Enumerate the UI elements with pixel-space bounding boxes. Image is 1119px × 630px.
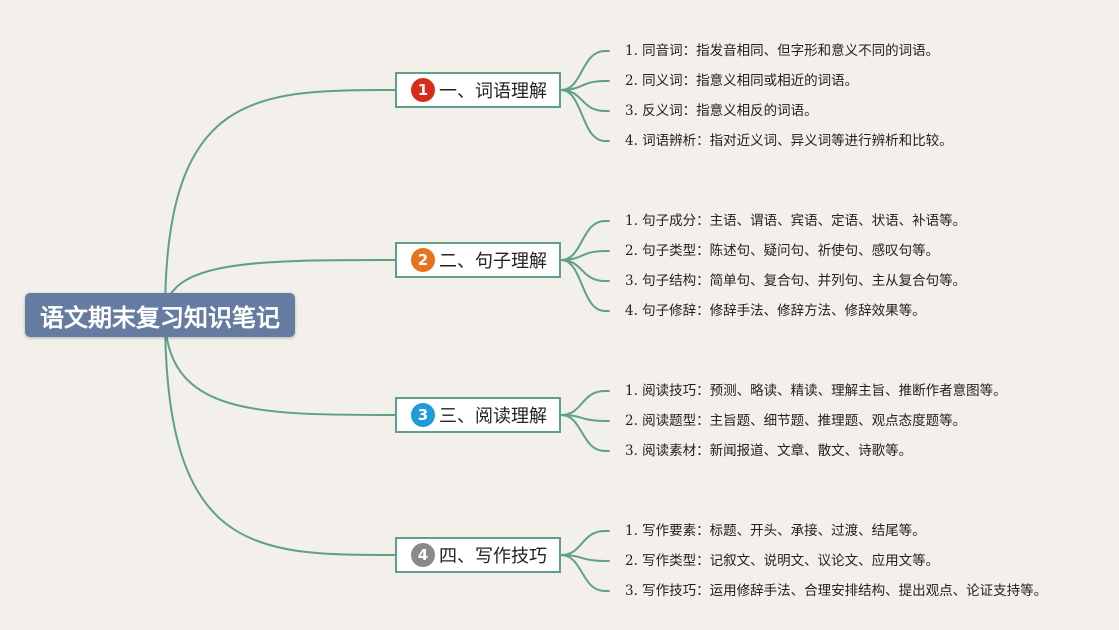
leaf-connector-1-2 — [560, 80, 610, 91]
leaf-connector-3-3 — [560, 414, 610, 452]
leaf-connector-1-4 — [560, 89, 610, 142]
root-connector-3 — [164, 314, 397, 416]
root-title: 语文期末复习知识笔记 — [40, 303, 280, 332]
leaf-3-3[interactable]: 3. 阅读素材：新闻报道、文章、散文、诗歌等。 — [625, 443, 913, 459]
branch-4[interactable]: 4 四、写作技巧 — [395, 537, 561, 573]
leaf-1-4[interactable]: 4. 词语辨析：指对近义词、异义词等进行辨析和比较。 — [625, 133, 953, 149]
leaf-connector-2-4 — [560, 259, 610, 312]
leaf-3-1[interactable]: 1. 阅读技巧：预测、略读、精读、理解主旨、推断作者意图等。 — [625, 383, 1007, 399]
leaf-4-3[interactable]: 3. 写作技巧：运用修辞手法、合理安排结构、提出观点、论证支持等。 — [625, 583, 1048, 599]
branch-2[interactable]: 2 二、句子理解 — [395, 242, 561, 278]
number-2-badge: 2 — [411, 248, 435, 272]
leaf-2-3[interactable]: 3. 句子结构：简单句、复合句、并列句、主从复合句等。 — [625, 273, 967, 289]
leaf-1-2[interactable]: 2. 同义词：指意义相同或相近的词语。 — [625, 73, 859, 89]
leaf-connector-2-1 — [560, 220, 610, 261]
number-1-badge: 1 — [411, 78, 435, 102]
leaf-2-2[interactable]: 2. 句子类型：陈述句、疑问句、祈使句、感叹句等。 — [625, 243, 940, 259]
root-connector-4 — [164, 314, 397, 556]
leaf-connector-3-1 — [560, 390, 610, 416]
leaf-1-1[interactable]: 1. 同音词：指发音相同、但字形和意义不同的词语。 — [625, 43, 940, 59]
number-4-badge: 4 — [411, 543, 435, 567]
branch-3[interactable]: 3 三、阅读理解 — [395, 397, 561, 433]
root-topic[interactable]: 语文期末复习知识笔记 — [25, 293, 295, 337]
leaf-4-1[interactable]: 1. 写作要素：标题、开头、承接、过渡、结尾等。 — [625, 523, 926, 539]
root-connector-1 — [164, 89, 397, 316]
branch-label: 一、词语理解 — [439, 81, 547, 102]
branch-1[interactable]: 1 一、词语理解 — [395, 72, 561, 108]
leaf-3-2[interactable]: 2. 阅读题型：主旨题、细节题、推理题、观点态度题等。 — [625, 413, 967, 429]
leaf-1-3[interactable]: 3. 反义词：指意义相反的词语。 — [625, 103, 818, 119]
leaf-connector-2-2 — [560, 250, 610, 261]
leaf-2-1[interactable]: 1. 句子成分：主语、谓语、宾语、定语、状语、补语等。 — [625, 213, 967, 229]
leaf-2-4[interactable]: 4. 句子修辞：修辞手法、修辞方法、修辞效果等。 — [625, 303, 926, 319]
leaf-connector-4-1 — [560, 530, 610, 556]
number-3-badge: 3 — [411, 403, 435, 427]
leaf-connector-1-1 — [560, 50, 610, 91]
branch-label: 四、写作技巧 — [439, 546, 547, 567]
branch-label: 二、句子理解 — [439, 251, 547, 272]
leaf-connector-4-3 — [560, 554, 610, 592]
branch-label: 三、阅读理解 — [439, 406, 547, 427]
leaf-4-2[interactable]: 2. 写作类型：记叙文、说明文、议论文、应用文等。 — [625, 553, 940, 569]
